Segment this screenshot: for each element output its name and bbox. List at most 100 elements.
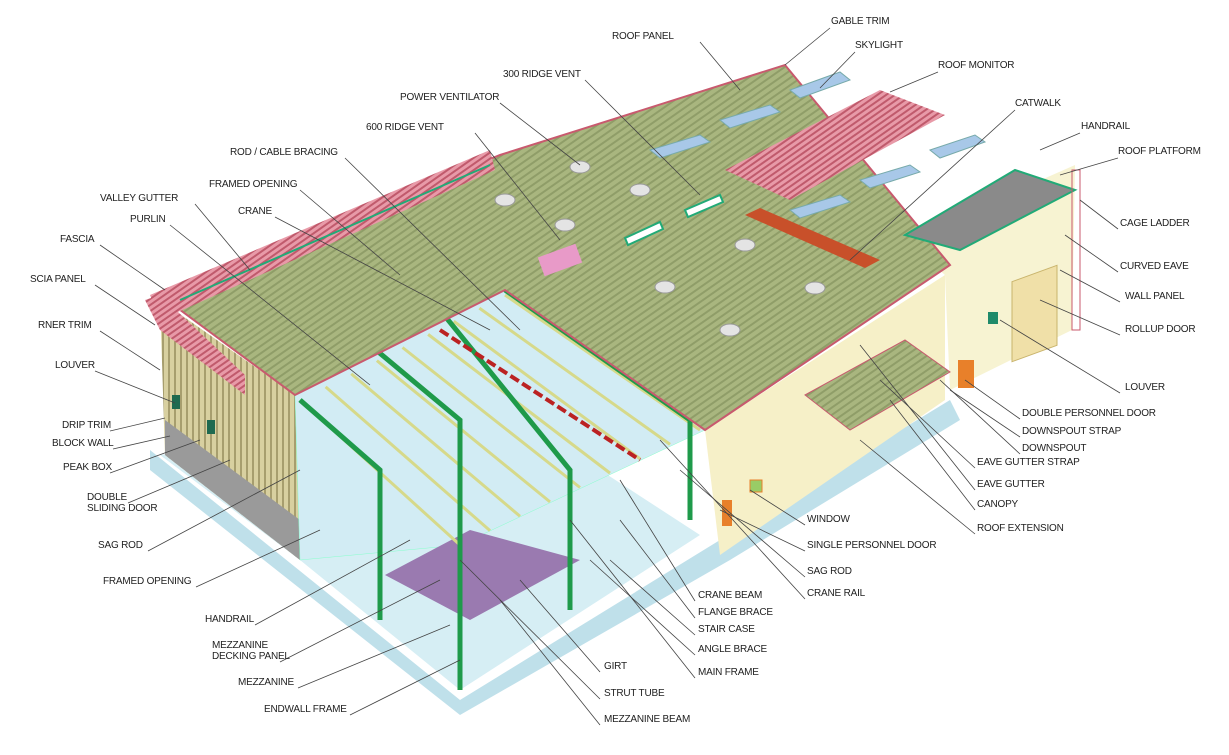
roof-platform [902, 168, 1078, 252]
leader-line [964, 379, 1021, 420]
leader-line [109, 417, 166, 432]
callout-label: FRAMED OPENING [209, 179, 298, 190]
curved-fascia [145, 295, 245, 395]
crane-beam [438, 328, 642, 462]
louver-right [988, 312, 998, 324]
leader-line [254, 539, 411, 626]
callout-label: ROOF PLATFORM [1118, 146, 1201, 157]
leader-line [1079, 199, 1119, 230]
callout-label: CRANE RAIL [807, 588, 866, 599]
leader-line [279, 579, 441, 663]
leader-line [879, 379, 976, 469]
sidewall [705, 275, 945, 555]
purlin [324, 385, 491, 532]
leader-line [459, 559, 601, 700]
callout-label: PURLIN [130, 214, 166, 225]
callout-label: DOWNSPOUT STRAP [1022, 426, 1122, 437]
leader-line [859, 344, 976, 491]
callout-label: RNER TRIM [38, 320, 92, 331]
callout-label: FASCIA [60, 234, 95, 245]
leader-line [99, 330, 161, 371]
leader-line [474, 132, 561, 241]
leader-line [519, 579, 601, 673]
callout-label: SAG ROD [98, 540, 143, 551]
leader-line [112, 435, 171, 450]
leader-line [589, 559, 696, 656]
mezzanine-deck [385, 530, 580, 620]
leader-line [499, 102, 581, 166]
callout-label: WALL PANEL [1125, 291, 1185, 302]
callout-label: CURVED EAVE [1120, 261, 1189, 272]
callout-label: 600 RIDGE VENT [366, 122, 444, 133]
leader-line [569, 519, 696, 679]
callout-label: PEAK BOX [63, 462, 112, 473]
leader-line [719, 509, 806, 552]
window [749, 479, 763, 493]
callout-label: BLOCK WALL [52, 438, 114, 449]
callout-label: FLANGE BRACE [698, 607, 773, 618]
callout-label: ROOF PANEL [612, 31, 674, 42]
callout-label: ANGLE BRACE [698, 644, 767, 655]
purlin [452, 320, 641, 460]
purlin [350, 372, 521, 518]
callout-label: CRANE [238, 206, 273, 217]
callout-label: MEZZANINE [238, 677, 294, 688]
framed-opening-roof [537, 243, 583, 277]
leader-line [859, 439, 976, 535]
callout-label: 300 RIDGE VENT [503, 69, 581, 80]
purlin [401, 346, 581, 489]
leader-line [127, 459, 231, 504]
callout-label: CAGE LADDER [1120, 218, 1190, 229]
leader-line [609, 559, 696, 636]
callout-label: ROOF MONITOR [938, 60, 1015, 71]
floor-slab [150, 400, 960, 715]
callout-label: STRUT TUBE [604, 688, 665, 699]
callout-label: MAIN FRAME [698, 667, 759, 678]
purlin [478, 306, 671, 446]
callout-label: STAIR CASE [698, 624, 755, 635]
leader-line [1064, 234, 1119, 273]
leader-line [1059, 269, 1121, 303]
callout-label: HANDRAIL [1081, 121, 1130, 132]
rollup-door [1011, 264, 1058, 363]
leader-line [147, 469, 301, 552]
leader-line [499, 599, 601, 726]
callout-label: VALLEY GUTTER [100, 193, 179, 204]
leader-line [749, 489, 806, 526]
skylights [648, 71, 987, 219]
callout-label: SINGLE PERSONNEL DOOR [807, 540, 937, 551]
callout-label: CRANE BEAM [698, 590, 763, 601]
callout-label: ENDWALL FRAME [264, 704, 347, 715]
purlin [375, 359, 551, 504]
leader-line [699, 41, 741, 91]
callout-label: MEZZANINE DECKING PANEL [212, 640, 290, 662]
leader-line [1059, 157, 1119, 176]
louver-left-2 [207, 420, 215, 434]
leader-line [195, 529, 321, 588]
roof-monitor [725, 90, 945, 200]
callout-label: LOUVER [1125, 382, 1165, 393]
callout-label: SKYLIGHT [855, 40, 903, 51]
double-personnel-door [958, 360, 974, 388]
callout-label: SCIA PANEL [30, 274, 86, 285]
leader-line [344, 157, 521, 331]
callout-label: DOUBLE SLIDING DOOR [87, 492, 158, 514]
block-wall [165, 420, 300, 560]
leader-line [194, 203, 251, 271]
leader-line [889, 71, 939, 93]
ridge-vents [623, 193, 725, 247]
leader-line [619, 479, 696, 602]
leader-line [819, 51, 856, 89]
callout-label: POWER VENTILATOR [400, 92, 500, 103]
callout-label: ROOF EXTENSION [977, 523, 1064, 534]
callout-label: EAVE GUTTER [977, 479, 1045, 490]
leader-line [619, 519, 696, 619]
callout-label: WINDOW [807, 514, 850, 525]
callout-label: MEZZANINE BEAM [604, 714, 691, 725]
leader-line [849, 109, 1016, 261]
leader-line [169, 224, 371, 386]
callout-label: CATWALK [1015, 98, 1061, 109]
leader-line [94, 370, 176, 404]
